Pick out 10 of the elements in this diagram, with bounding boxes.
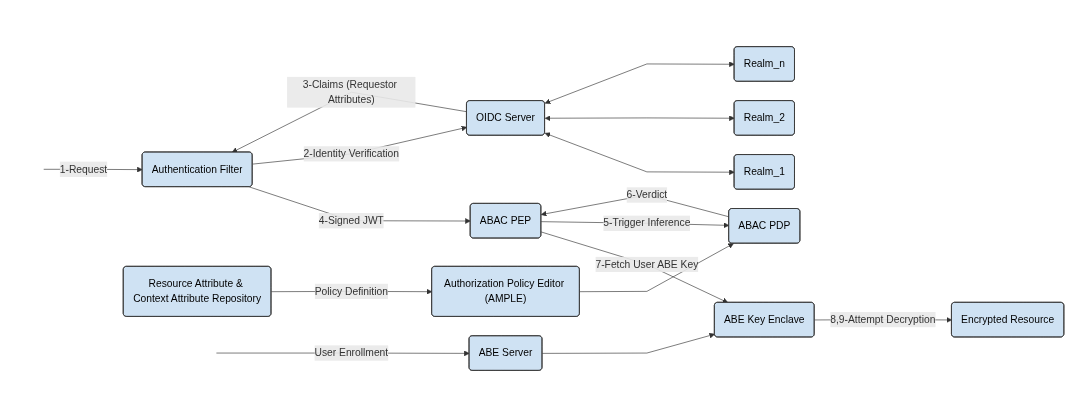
edge-label: 1-Request <box>59 163 108 175</box>
edge-label: 2-Identity Verification <box>303 148 400 160</box>
edge-label: User Enrollment <box>314 347 389 359</box>
edge-label: 3-Claims (Requestor Attributes) <box>302 78 398 106</box>
edge-label: 8,9-Attempt Decryption <box>830 313 936 325</box>
edge-label: 7-Fetch User ABE Key <box>595 258 699 270</box>
edge-label: 4-Signed JWT <box>318 214 384 226</box>
edge-label: 5-Trigger Inference <box>603 217 691 229</box>
edge-label: 6-Verdict <box>626 189 668 201</box>
edge-label: Policy Definition <box>314 285 388 297</box>
